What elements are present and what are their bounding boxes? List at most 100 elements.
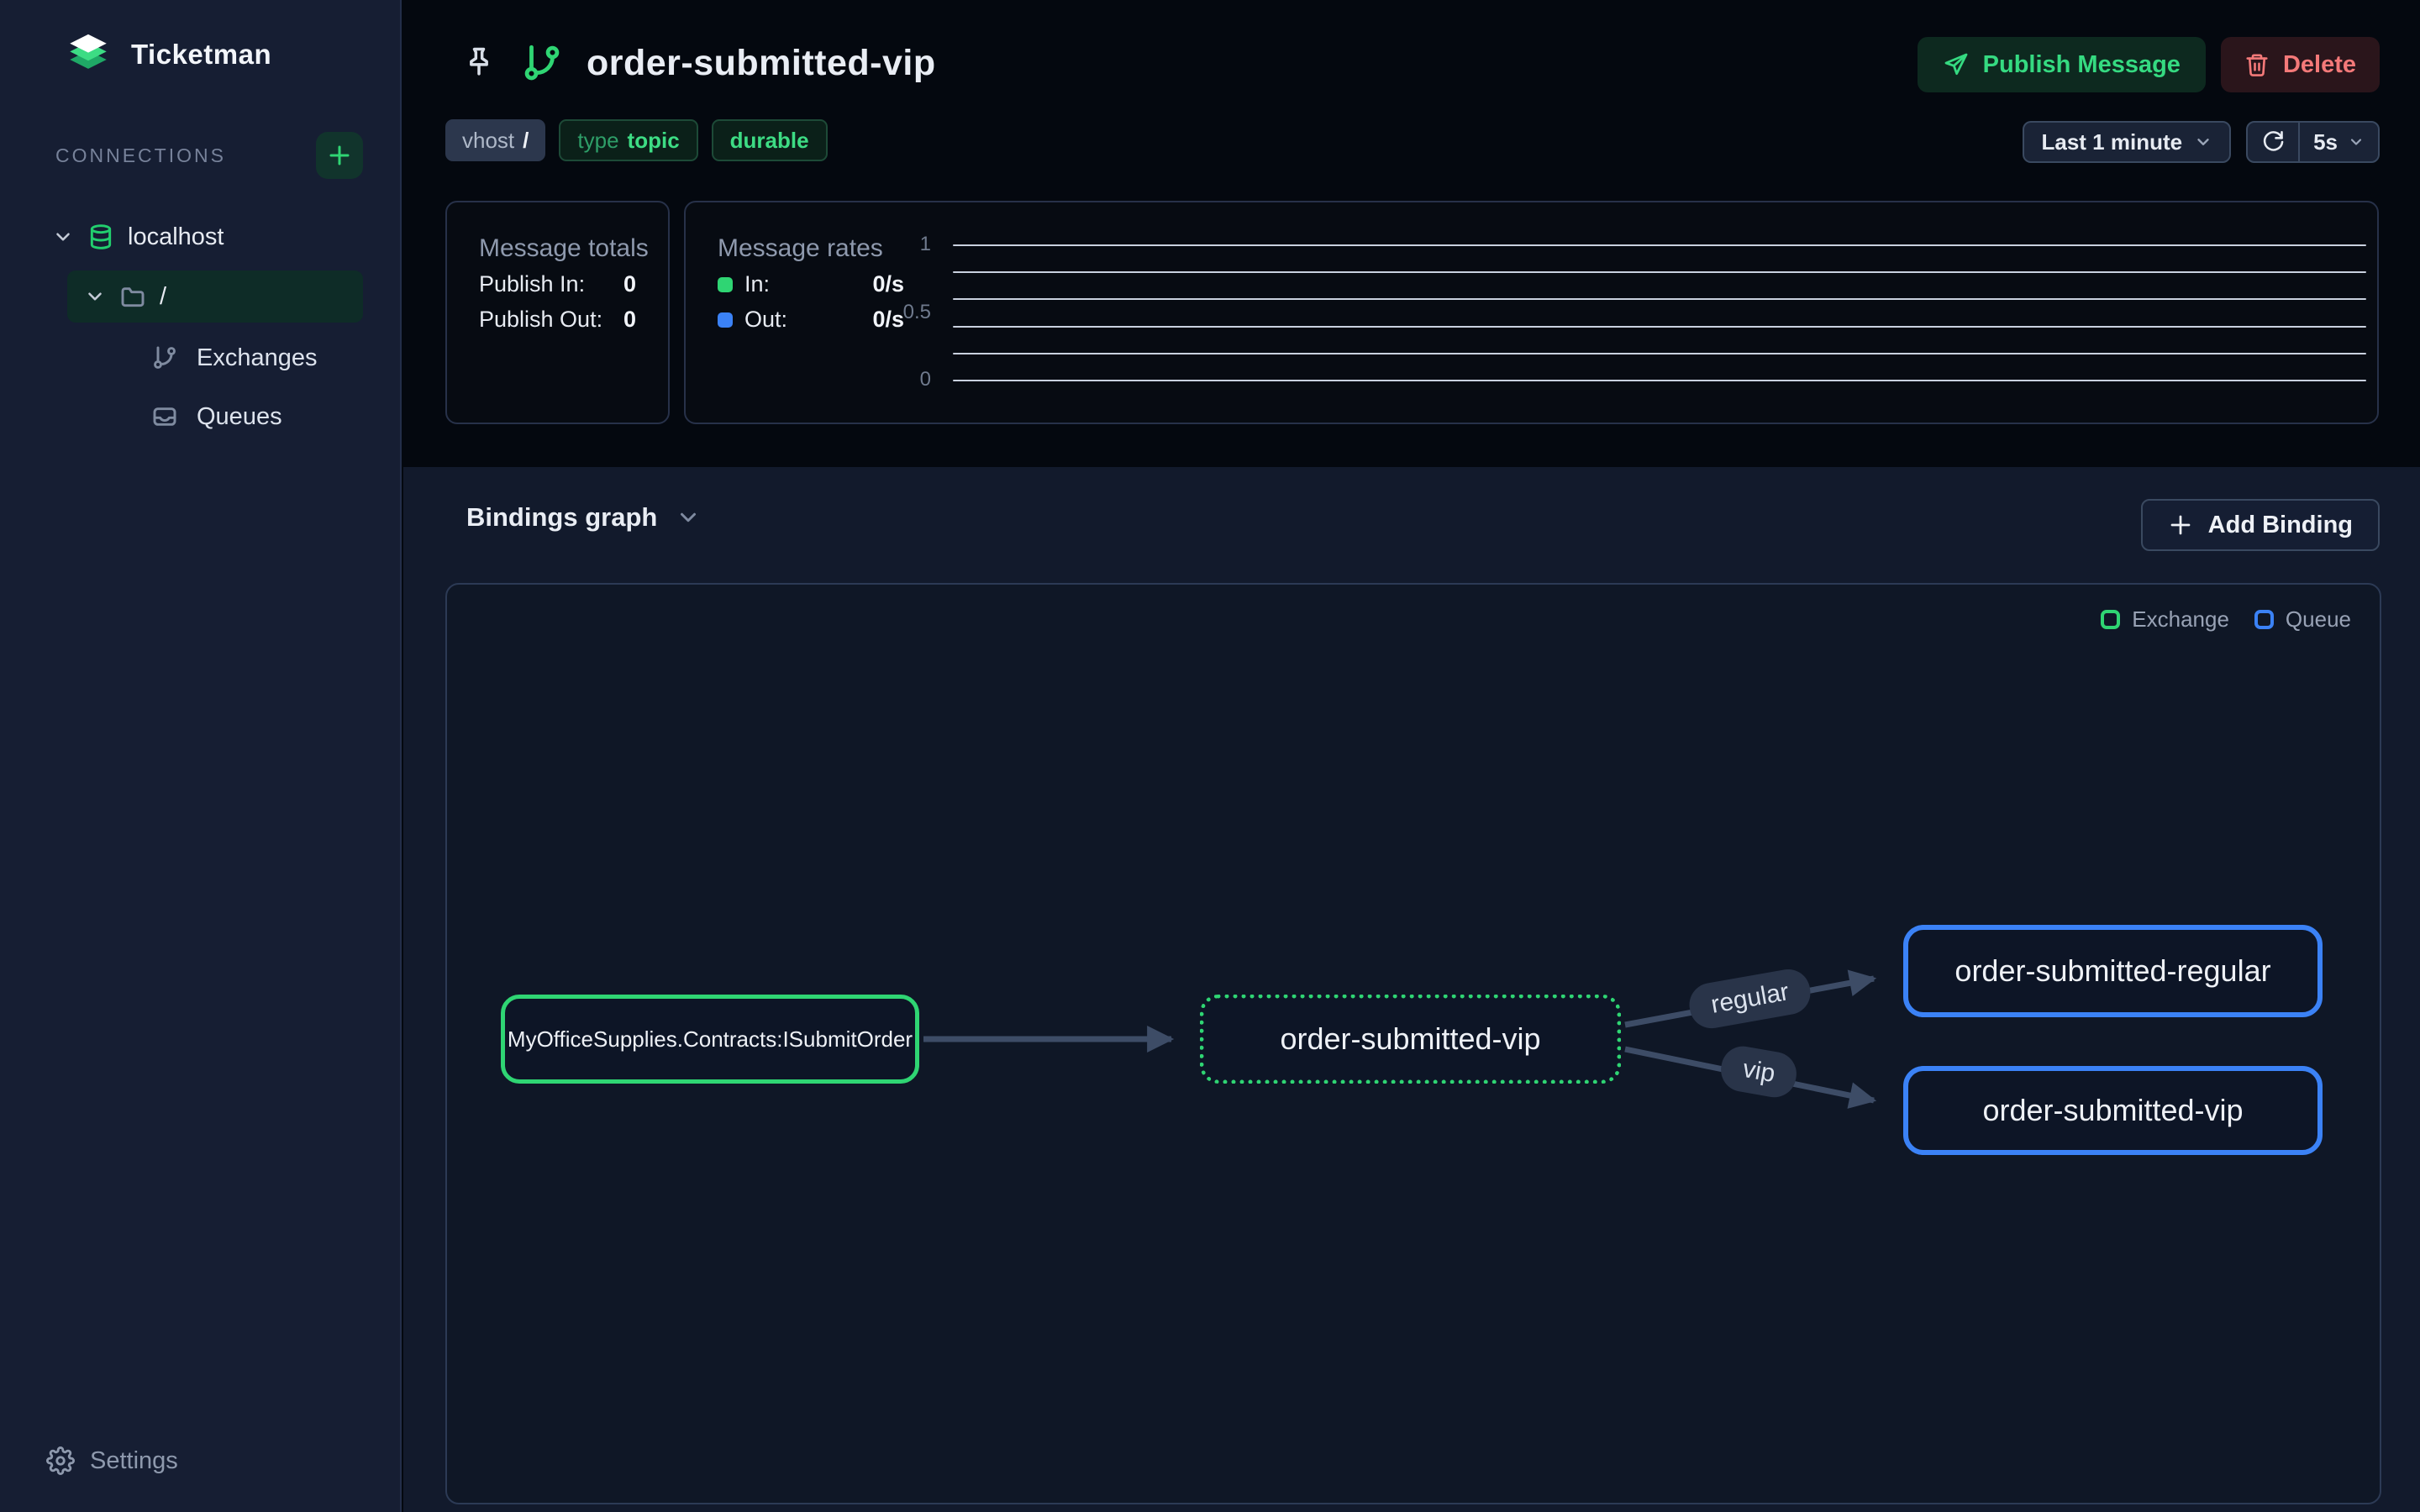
sidebar-item-localhost[interactable]: localhost xyxy=(52,212,224,262)
publish-in-value: 0 xyxy=(623,271,636,297)
exchange-branch-icon xyxy=(521,42,563,84)
trash-icon xyxy=(2244,52,2270,77)
chevron-down-icon xyxy=(2197,139,2209,145)
type-badge-value: topic xyxy=(627,127,680,153)
time-range-select[interactable]: Last 1 minute xyxy=(2023,121,2232,163)
queue-inbox-icon xyxy=(151,403,178,430)
rate-out-row: Out: xyxy=(718,307,787,333)
connections-header: CONNECTIONS xyxy=(55,131,363,180)
add-binding-button[interactable]: Add Binding xyxy=(2140,499,2380,551)
rate-out-swatch xyxy=(718,312,733,328)
refresh-button[interactable] xyxy=(2248,123,2298,161)
publish-message-button[interactable]: Publish Message xyxy=(1917,37,2206,92)
database-icon xyxy=(87,223,114,250)
bindings-section: Bindings graph Add Binding Exchange Queu… xyxy=(403,467,2420,1512)
plus-icon xyxy=(329,145,350,165)
publish-message-label: Publish Message xyxy=(1982,50,2181,78)
chevron-down-icon[interactable] xyxy=(52,226,74,248)
ticketman-logo-icon xyxy=(64,30,113,79)
legend-item-queue: Queue xyxy=(2254,606,2351,633)
queue-legend-label: Queue xyxy=(2285,606,2351,632)
rate-in-label: In: xyxy=(744,271,771,297)
graph-node-exchange[interactable]: order-submitted-vip xyxy=(1200,995,1621,1084)
chart-gridline xyxy=(953,380,2366,381)
totals-card-title: Message totals xyxy=(479,234,649,262)
sidebar-item-settings[interactable]: Settings xyxy=(46,1446,178,1475)
publish-in-label: Publish In: xyxy=(479,271,586,297)
refresh-interval-select[interactable]: 5s xyxy=(2298,123,2378,161)
type-badge-key: type xyxy=(577,127,619,153)
settings-label: Settings xyxy=(90,1446,178,1474)
durable-badge: durable xyxy=(711,119,828,161)
vhost-badge: vhost / xyxy=(445,119,546,161)
delete-button[interactable]: Delete xyxy=(2220,37,2380,92)
durable-badge-label: durable xyxy=(729,127,809,153)
graph-node-queue-regular[interactable]: order-submitted-regular xyxy=(1903,925,2323,1017)
chevron-down-icon xyxy=(681,512,697,522)
pin-icon[interactable] xyxy=(460,43,497,83)
add-binding-label: Add Binding xyxy=(2207,511,2353,538)
rate-out-value: 0/s xyxy=(872,307,904,332)
rate-in-swatch xyxy=(718,276,733,292)
vhost-badge-key: vhost xyxy=(462,127,515,153)
queue-legend-swatch xyxy=(2254,610,2274,629)
chevron-down-icon[interactable] xyxy=(84,286,106,307)
refresh-interval-value: 5s xyxy=(2313,129,2338,155)
brand: Ticketman xyxy=(64,30,271,79)
rate-in-row: In: xyxy=(718,271,770,297)
connections-label: CONNECTIONS xyxy=(55,144,226,166)
badges-row: vhost / type topic durable xyxy=(445,119,828,161)
rates-card-title: Message rates xyxy=(718,234,883,262)
publish-out-row: Publish Out: xyxy=(479,307,602,333)
time-range-value: Last 1 minute xyxy=(2041,129,2183,155)
folder-icon xyxy=(119,283,146,310)
rate-out-label: Out: xyxy=(744,307,788,332)
chart-ytick-label: 1 xyxy=(919,233,931,255)
gear-icon xyxy=(46,1446,75,1475)
plus-icon xyxy=(2170,515,2191,535)
sidebar-item-queues[interactable]: Queues xyxy=(151,393,282,440)
page-head: order-submitted-vip xyxy=(460,42,936,84)
sidebar-item-vhost[interactable]: / xyxy=(67,270,363,323)
add-connection-button[interactable] xyxy=(316,132,363,179)
chart-ytick-label: 0 xyxy=(919,368,931,391)
header-actions: Publish Message Delete xyxy=(1917,37,2380,92)
exchange-legend-swatch xyxy=(2101,610,2121,629)
send-icon xyxy=(1943,51,1970,78)
page-title: order-submitted-vip xyxy=(587,42,936,83)
exchange-branch-icon xyxy=(151,344,178,371)
queues-label: Queues xyxy=(197,402,282,430)
chart-gridline xyxy=(953,352,2366,354)
vhost-badge-value: / xyxy=(523,127,529,153)
exchange-legend-label: Exchange xyxy=(2132,606,2229,632)
refresh-icon xyxy=(2263,131,2284,151)
sidebar-item-exchanges[interactable]: Exchanges xyxy=(151,334,318,381)
graph-legend: Exchange Queue xyxy=(2101,606,2351,633)
sidebar: Ticketman CONNECTIONS localhost xyxy=(0,0,402,1512)
delete-label: Delete xyxy=(2282,50,2356,78)
graph-node-queue-vip[interactable]: order-submitted-vip xyxy=(1903,1066,2323,1155)
time-controls: Last 1 minute 5s xyxy=(2023,121,2380,163)
bindings-view-select[interactable]: Bindings graph xyxy=(466,502,701,533)
chevron-down-icon xyxy=(2350,139,2362,145)
graph-node-source-exchange[interactable]: MyOfficeSupplies.Contracts:ISubmitOrder xyxy=(501,995,919,1084)
publish-in-row: Publish In: xyxy=(479,271,585,297)
chart-gridline xyxy=(953,244,2366,246)
chart-gridline xyxy=(953,298,2366,301)
bindings-graph-canvas[interactable]: Exchange Queue xyxy=(445,583,2381,1504)
legend-item-exchange: Exchange xyxy=(2101,606,2229,633)
rate-in-value: 0/s xyxy=(872,271,904,297)
vhost-label: / xyxy=(160,282,167,310)
chart-gridline xyxy=(953,325,2366,328)
brand-title: Ticketman xyxy=(131,39,272,70)
main-content: order-submitted-vip Publish Message Dele… xyxy=(403,0,2420,1512)
type-badge: type topic xyxy=(559,119,698,161)
exchanges-label: Exchanges xyxy=(197,344,318,371)
message-totals-card: Message totals Publish In: 0 Publish Out… xyxy=(445,201,670,424)
publish-out-label: Publish Out: xyxy=(479,307,603,332)
publish-out-value: 0 xyxy=(623,307,636,332)
chart-ytick-label: 0.5 xyxy=(902,300,931,323)
chart-gridline xyxy=(953,271,2366,274)
